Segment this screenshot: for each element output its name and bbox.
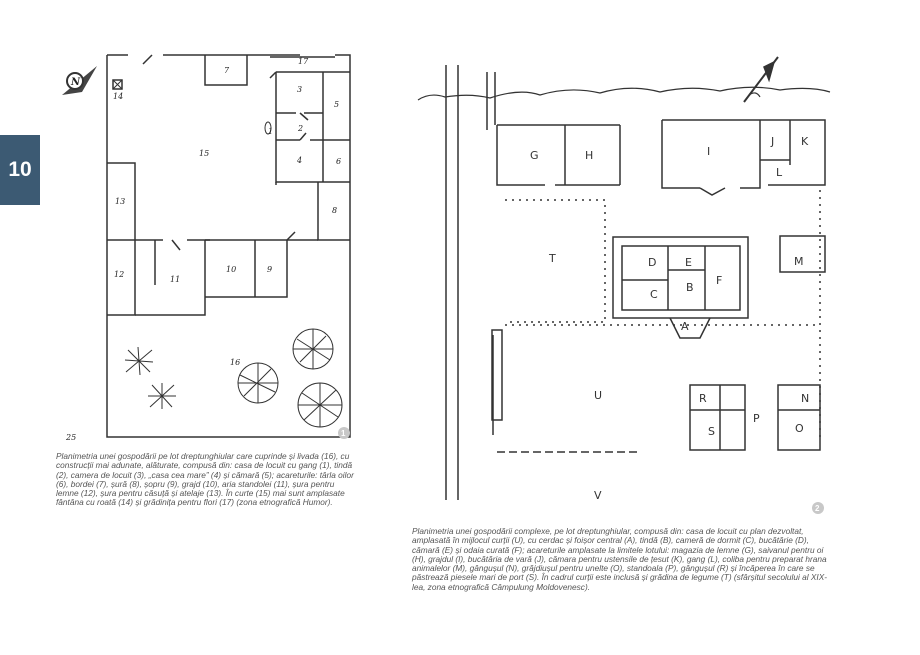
plan2-label: M [794, 255, 804, 268]
figure-2-caption: Planimetria unei gospodării complexe, pe… [412, 526, 828, 592]
plan1-label: 11 [170, 275, 180, 284]
plan2-label: K [801, 135, 809, 148]
plan1-label: 5 [334, 100, 339, 109]
plan2-label: H [585, 149, 593, 162]
plan2-label: F [716, 274, 722, 287]
plan-1: N [62, 54, 351, 438]
tree-icon [297, 382, 343, 428]
compass-north-icon: N [62, 66, 97, 95]
plan2-label: U [594, 389, 602, 402]
plan2-label: C [650, 288, 658, 301]
plan2-label: D [648, 256, 656, 269]
page-number-tab: 10 [0, 135, 40, 205]
plan2-label: A [681, 320, 689, 333]
scale-note: 25 [65, 433, 76, 442]
plan1-label: 8 [332, 206, 337, 215]
plan1-label: 15 [199, 149, 209, 158]
plan1-label: 1 [268, 127, 273, 136]
well-icon [112, 79, 123, 90]
plan1-label: 4 [296, 156, 302, 165]
figure-badge-2 [812, 502, 824, 514]
tree-icon [237, 362, 279, 404]
figure-badge-1 [338, 427, 350, 439]
plan2-label: G [530, 149, 539, 162]
plan1-label: 16 [230, 358, 240, 367]
plan2-label: R [699, 392, 707, 405]
plan1-label: 6 [336, 157, 341, 166]
plan2-label: T [548, 252, 556, 265]
orchard-trees [124, 328, 343, 428]
plan2-label: V [594, 489, 602, 502]
plan-2-labels: G H I J K L T D E F C B A M U R N S P O … [530, 135, 809, 502]
plan2-label: S [708, 425, 715, 438]
plan2-label: P [753, 412, 760, 425]
plan-1-labels: 1 2 3 4 5 6 7 8 9 10 11 12 13 14 15 16 1… [65, 57, 341, 442]
plan1-label: 10 [226, 265, 236, 274]
plan2-label: L [776, 166, 783, 179]
plan1-label: 14 [113, 92, 123, 101]
plan1-label: 9 [267, 265, 272, 274]
tree-icon [148, 383, 176, 409]
plan2-label: N [801, 392, 809, 405]
tree-icon [292, 328, 334, 370]
tree-icon [124, 346, 154, 376]
plan1-label: 12 [114, 270, 124, 279]
plan1-label: 3 [297, 85, 302, 94]
plan2-label: O [795, 422, 804, 435]
figure-badge-1-label: 1 [341, 429, 346, 438]
svg-text:N: N [70, 77, 81, 88]
plan1-label: 13 [115, 197, 125, 206]
plan1-label: 7 [224, 66, 230, 75]
plan2-label: J [770, 135, 774, 148]
plan-2 [417, 56, 831, 500]
plan2-label: B [686, 281, 694, 294]
plan2-label: I [707, 145, 710, 158]
figure-1-caption: Planimetria unei gospodării pe lot drept… [56, 451, 354, 508]
compass-north-icon [743, 56, 779, 103]
plan2-label: E [685, 256, 692, 269]
figure-badge-2-label: 2 [815, 504, 820, 513]
plan1-label: 2 [297, 124, 303, 133]
plan1-label: 17 [298, 57, 309, 66]
